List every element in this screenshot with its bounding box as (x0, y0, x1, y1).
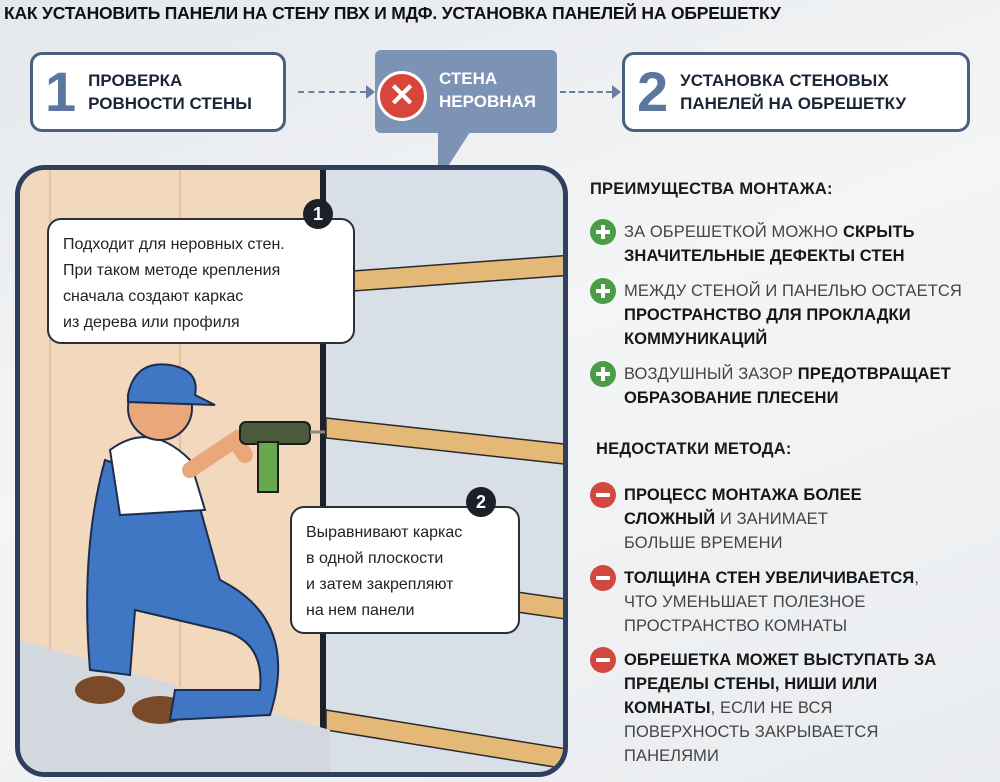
bold-text: ТОЛЩИНА СТЕН УВЕЛИЧИВАЕТСЯ (624, 569, 915, 587)
page-title: КАК УСТАНОВИТЬ ПАНЕЛИ НА СТЕНУ ПВХ И МДФ… (4, 3, 781, 23)
regular-text: ВОЗДУШНЫЙ ЗАЗОР (624, 365, 798, 383)
dashed-arrow (298, 91, 366, 93)
step-number: 2 (637, 60, 669, 123)
pros-item: МЕЖДУ СТЕНОЙ И ПАНЕЛЬЮ ОСТАЕТСЯ ПРОСТРАН… (590, 278, 995, 351)
bold-text: ПРЕДОТВРАЩАЕТ ОБРАЗОВАНИЕ ПЛЕСЕНИ (624, 365, 951, 407)
callout-1: Подходит для неровных стен.При таком мет… (47, 218, 355, 344)
pros-item: ВОЗДУШНЫЙ ЗАЗОР ПРЕДОТВРАЩАЕТ ОБРАЗОВАНИ… (590, 361, 995, 410)
minus-icon (590, 647, 616, 673)
cons-item: ПРОЦЕСС МОНТАЖА БОЛЕЕ СЛОЖНЫЙ И ЗАНИМАЕТ… (590, 482, 890, 555)
arrow-head-icon (366, 85, 375, 99)
step-number: 1 (45, 60, 77, 123)
cons-heading: НЕДОСТАТКИ МЕТОДА: (596, 440, 792, 458)
plus-icon (590, 219, 616, 245)
callout-number-badge: 1 (303, 199, 333, 229)
callout-number-badge: 2 (466, 487, 496, 517)
regular-text: ЗА ОБРЕШЕТКОЙ МОЖНО (624, 223, 843, 241)
bold-text: ПРОСТРАНСТВО ДЛЯ ПРОКЛАДКИ КОММУНИКАЦИЙ (624, 306, 911, 348)
bold-text: ОБРЕШЕТКА МОЖЕТ ВЫСТУПАТЬ ЗА ПРЕДЕЛЫ СТЕ… (624, 651, 937, 717)
minus-icon (590, 565, 616, 591)
cons-item: ОБРЕШЕТКА МОЖЕТ ВЫСТУПАТЬ ЗА ПРЕДЕЛЫ СТЕ… (590, 647, 940, 768)
regular-text: , ЕСЛИ НЕ ВСЯ ПОВЕРХНОСТЬ ЗАКРЫВАЕТСЯ ПА… (624, 699, 879, 765)
plus-icon (590, 361, 616, 387)
x-icon: ✕ (377, 71, 427, 121)
bold-text: ПРОЦЕСС МОНТАЖА БОЛЕЕ СЛОЖНЫЙ (624, 486, 862, 528)
bold-text: СКРЫТЬ ЗНАЧИТЕЛЬНЫЕ ДЕФЕКТЫ СТЕН (624, 223, 915, 265)
arrow-head-icon (612, 85, 621, 99)
cons-item: ТОЛЩИНА СТЕН УВЕЛИЧИВАЕТСЯ, ЧТО УМЕНЬШАЕ… (590, 565, 930, 638)
regular-text: , ЧТО УМЕНЬШАЕТ ПОЛЕЗНОЕ ПРОСТРАНСТВО КО… (624, 569, 920, 635)
regular-text: МЕЖДУ СТЕНОЙ И ПАНЕЛЬЮ ОСТАЕТСЯ (624, 282, 962, 300)
minus-icon (590, 482, 616, 508)
regular-text: И ЗАНИМАЕТ БОЛЬШЕ ВРЕМЕНИ (624, 510, 828, 552)
pros-item: ЗА ОБРЕШЕТКОЙ МОЖНО СКРЫТЬ ЗНАЧИТЕЛЬНЫЕ … (590, 219, 995, 268)
plus-icon (590, 278, 616, 304)
pros-heading: ПРЕИМУЩЕСТВА МОНТАЖА: (590, 180, 833, 198)
dashed-arrow (560, 91, 612, 93)
